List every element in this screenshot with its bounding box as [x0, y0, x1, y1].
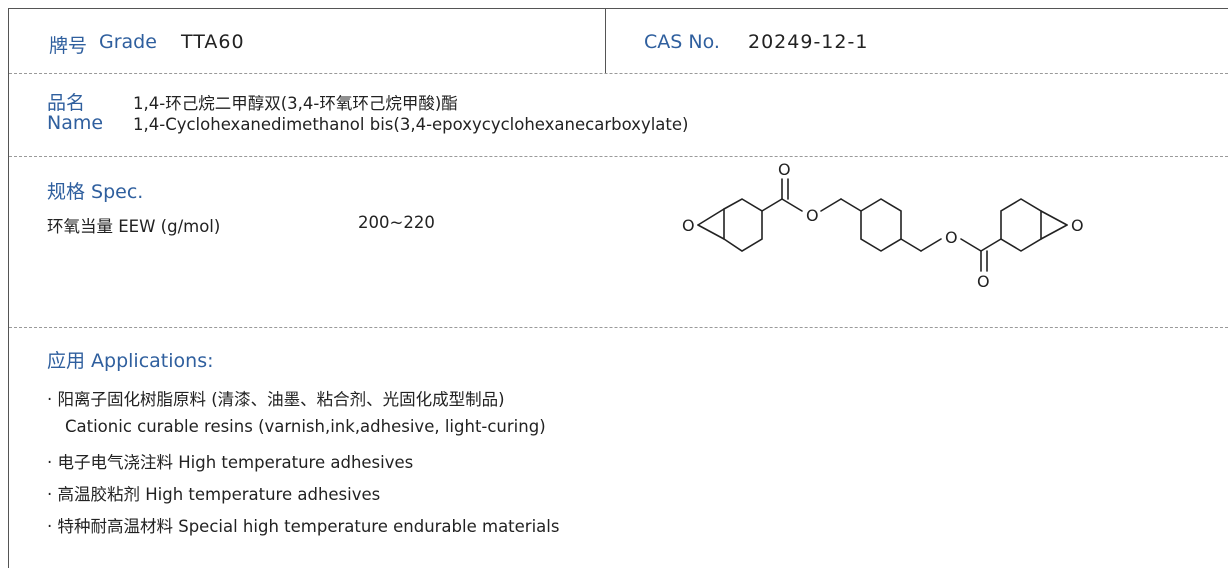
right-ester-oxygen: O: [945, 228, 958, 247]
name-label-en: Name: [47, 112, 104, 134]
left-carbonyl-to-ester-o-bond: [781, 198, 803, 212]
right-epoxide-oxygen: O: [1071, 216, 1084, 235]
right-ester-o-to-carbonyl-bond: [960, 238, 982, 252]
grade-cell: 牌号 Grade TTA60: [9, 9, 606, 73]
spec-eew-value: 200~220: [358, 213, 435, 232]
left-ring-to-carbonyl-bond: [761, 198, 783, 212]
right-epoxide-bond-bottom: [1040, 224, 1068, 240]
left-cyclohexane-ring: [723, 198, 763, 252]
left-ester-oxygen: O: [806, 206, 819, 225]
right-ring-to-ch2-bond: [900, 238, 922, 252]
application-item-translation: Cationic curable resins (varnish,ink,adh…: [65, 417, 546, 436]
application-item: · 阳离子固化树脂原料 (清漆、油墨、粘合剂、光固化成型制品): [47, 390, 505, 409]
left-epoxide-bond-top: [697, 208, 725, 226]
right-cyclohexane-ring: [1000, 198, 1042, 252]
left-epoxide-oxygen: O: [682, 216, 695, 235]
spec-title: 规格 Spec.: [47, 181, 144, 203]
right-carbonyl-to-ring-bond: [980, 238, 1002, 252]
header-row: 牌号 Grade TTA60 CAS No. 20249-12-1: [9, 9, 1228, 74]
application-item: · 特种耐高温材料 Special high temperature endur…: [47, 517, 560, 536]
cas-value: 20249-12-1: [748, 31, 869, 53]
chemical-structure: O O O O O O: [682, 160, 1084, 291]
name-value-cn: 1,4-环己烷二甲醇双(3,4-环氧环己烷甲酸)酯: [133, 94, 458, 113]
cas-label: CAS No.: [644, 31, 720, 53]
application-item: · 电子电气浇注料 High temperature adhesives: [47, 453, 414, 472]
grade-label-cn: 牌号: [49, 35, 88, 57]
applications-title: 应用 Applications:: [47, 350, 214, 372]
cas-cell: CAS No. 20249-12-1: [606, 9, 1226, 73]
left-epoxide-bond-bottom: [697, 224, 725, 240]
left-carbonyl-oxygen: O: [778, 160, 791, 179]
central-cyclohexane-ring: [860, 198, 902, 252]
application-item: · 高温胶粘剂 High temperature adhesives: [47, 485, 381, 504]
grade-label-en: Grade: [99, 31, 157, 53]
grade-value: TTA60: [181, 31, 245, 53]
name-row: 品名 1,4-环己烷二甲醇双(3,4-环氧环己烷甲酸)酯 Name 1,4-Cy…: [9, 74, 1228, 157]
right-carbonyl-oxygen: O: [977, 272, 990, 291]
name-value-en: 1,4-Cyclohexanedimethanol bis(3,4-epoxyc…: [133, 115, 689, 134]
right-ch2-to-ester-o-bond: [920, 238, 942, 252]
spec-sheet: 牌号 Grade TTA60 CAS No. 20249-12-1 品名 1,4…: [8, 8, 1228, 568]
spec-eew-label: 环氧当量 EEW (g/mol): [47, 217, 221, 236]
left-ester-o-to-ch2-bond: [820, 198, 842, 212]
left-ch2-to-ring-bond: [840, 198, 862, 212]
right-epoxide-bond-top: [1040, 210, 1068, 226]
applications-section: 应用 Applications: · 阳离子固化树脂原料 (清漆、油墨、粘合剂、…: [9, 328, 1228, 568]
name-label-cn: 品名: [47, 92, 86, 114]
spec-row: 规格 Spec. 环氧当量 EEW (g/mol) 200~220 O O O …: [9, 157, 1228, 328]
